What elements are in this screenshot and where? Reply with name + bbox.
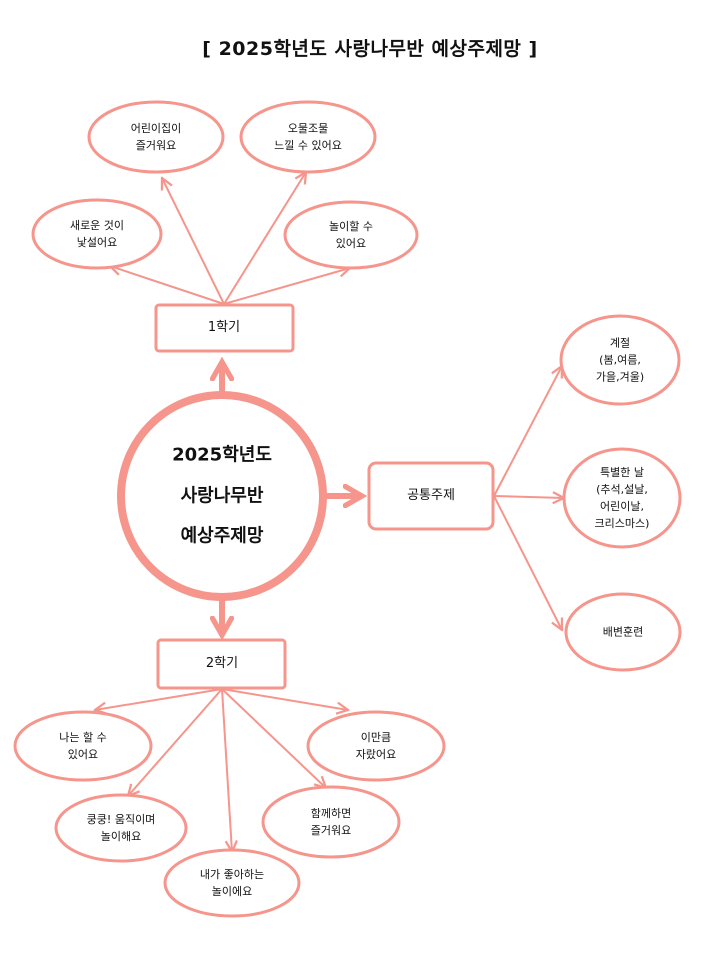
arrow-common-to-season (493, 366, 562, 497)
box-sem1 (154, 303, 295, 353)
arrow-sem2-to-can (95, 688, 223, 710)
oval-label-can: 나는 할 수 있어요 (59, 730, 107, 761)
oval-label-like: 내가 좋아하는 놀이에요 (199, 867, 265, 898)
arrow-sem1-to-play (223, 268, 350, 305)
oval-play (283, 200, 419, 270)
arrow-common-to-toilet (493, 495, 562, 630)
oval-label-feel: 오물조물 느낄 수 있어요 (274, 121, 342, 152)
center-label: 2025학년도 사랑나무반 예상주제망 (172, 444, 272, 547)
arrow-sem1-to-new (110, 266, 225, 305)
oval-label-new: 새로운 것이 낯설어요 (69, 218, 125, 249)
oval-label-season: 계절 (봄,여름, 가을,겨울) (595, 336, 645, 384)
box-label-sem1: 1학기 (207, 319, 241, 335)
center-circle (117, 391, 327, 601)
oval-feel (239, 100, 377, 174)
page-title: [ 2025학년도 사랑나무반 예상주제망 ] (202, 38, 538, 60)
oval-label-toilet: 배변훈련 (602, 625, 644, 639)
oval-toilet (564, 592, 682, 672)
oval-season (559, 314, 681, 406)
box-label-common: 공통주제 (407, 487, 455, 503)
oval-label-together: 함께하면 즐거워요 (310, 806, 352, 837)
arrow-sem1-to-kinder (162, 178, 225, 305)
arrow-sem1-to-feel (223, 172, 306, 305)
oval-label-move: 쿵쿵! 움직이며 놀이해요 (86, 812, 156, 843)
arrow-sem2-to-move (128, 688, 223, 796)
box-common (367, 461, 495, 531)
oval-together (261, 785, 401, 859)
oval-like (163, 848, 301, 918)
oval-label-kinder: 어린이집이 즐거워요 (130, 121, 182, 152)
box-sem2 (156, 638, 287, 690)
arrow-sem2-to-grown (221, 688, 348, 710)
box-label-sem2: 2학기 (205, 655, 239, 671)
oval-special (562, 447, 682, 549)
arrow-common-to-special (493, 496, 564, 498)
oval-kinder (87, 100, 225, 174)
oval-can (13, 710, 153, 782)
oval-new (31, 198, 163, 270)
arrow-sem2-to-like (221, 688, 232, 852)
oval-grown (306, 710, 446, 782)
oval-move (54, 793, 188, 863)
oval-label-special: 특별한 날 (추석,설날, 어린이날, 크리스마스) (594, 465, 650, 531)
oval-label-play: 놀이할 수 있어요 (329, 219, 373, 250)
arrow-sem2-to-together (221, 688, 326, 788)
oval-label-grown: 이만큼 자랐어요 (355, 730, 397, 761)
